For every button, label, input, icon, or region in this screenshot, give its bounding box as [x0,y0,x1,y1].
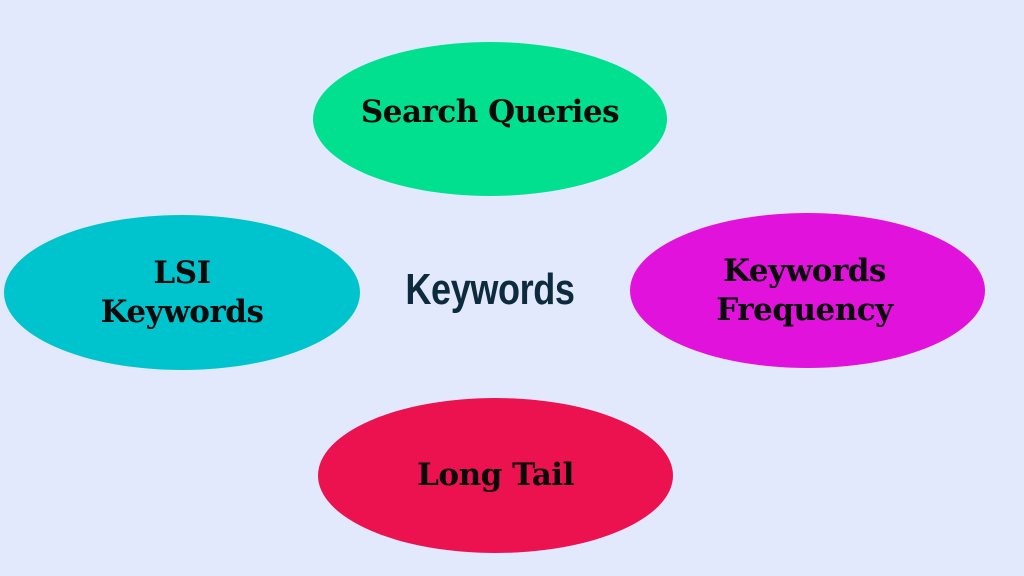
node-long-tail: Long Tail [318,398,673,553]
node-lsi-keywords: LSI Keywords [4,215,360,370]
node-label: LSI Keywords [100,254,264,330]
node-label: Long Tail [417,457,574,493]
node-label: Search Queries [360,93,620,130]
node-search-queries: Search Queries [313,42,667,196]
node-keywords-frequency: Keywords Frequency [630,213,985,368]
node-label: Keywords Frequency [716,252,893,328]
center-title: Keywords [405,265,575,314]
